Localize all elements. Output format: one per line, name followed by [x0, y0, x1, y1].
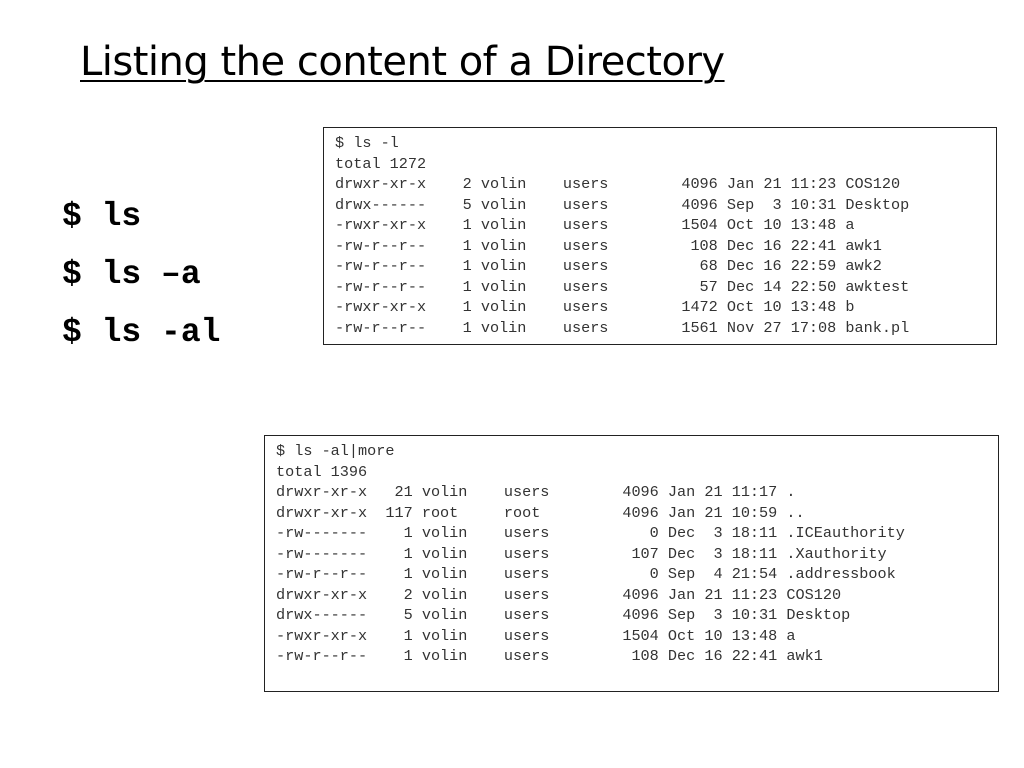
terminal-output-ls-al-more: $ ls -al|more total 1396 drwxr-xr-x 21 v…: [264, 435, 999, 692]
terminal-line: -rw-r--r-- 1 volin users 108 Dec 16 22:4…: [335, 236, 882, 255]
terminal-line: -rwxr-xr-x 1 volin users 1472 Oct 10 13:…: [335, 298, 855, 316]
command-list: $ ls $ ls –a $ ls -al: [62, 188, 220, 362]
slide-title: Listing the content of a Directory: [80, 39, 725, 85]
terminal-line: -rw-r--r-- 1 volin users 108 Dec 16 22:4…: [276, 647, 823, 665]
terminal-line: -rwxr-xr-x 1 volin users 1504 Oct 10 13:…: [335, 216, 855, 234]
terminal-line: drwxr-xr-x 2 volin users 4096 Jan 21 11:…: [335, 175, 901, 193]
command-ls-al: $ ls -al: [62, 314, 221, 351]
terminal-line: drwxr-xr-x 21 volin users 4096 Jan 21 11…: [276, 483, 796, 501]
terminal-line: -rw-r--r-- 1 volin users 68 Dec 16 22:59…: [335, 257, 882, 275]
terminal-line: -rw-r--r-- 1 volin users 0 Sep 4 21:54 .…: [276, 565, 896, 583]
terminal-line: $ ls -al|more: [276, 442, 395, 460]
terminal-line: drwx------ 5 volin users 4096 Sep 3 10:3…: [335, 195, 910, 214]
terminal-line: drwx------ 5 volin users 4096 Sep 3 10:3…: [276, 606, 851, 624]
command-ls: $ ls: [62, 198, 142, 235]
terminal-line: total 1272: [335, 154, 427, 173]
terminal-line: drwxr-xr-x 117 root root 4096 Jan 21 10:…: [276, 503, 805, 522]
terminal-line: -rw------- 1 volin users 0 Dec 3 18:11 .…: [276, 524, 905, 542]
terminal-line: -rw------- 1 volin users 107 Dec 3 18:11…: [276, 544, 887, 563]
terminal-output-ls-l: $ ls -l total 1272 drwxr-xr-x 2 volin us…: [323, 127, 997, 345]
terminal-line: $ ls -l: [335, 134, 399, 152]
command-ls-a: $ ls –a: [62, 256, 201, 293]
terminal-line: drwxr-xr-x 2 volin users 4096 Jan 21 11:…: [276, 585, 842, 604]
terminal-line: -rwxr-xr-x 1 volin users 1504 Oct 10 13:…: [276, 626, 796, 645]
terminal-line: total 1396: [276, 462, 368, 481]
terminal-line: -rw-r--r-- 1 volin users 1561 Nov 27 17:…: [335, 318, 910, 337]
terminal-line: -rw-r--r-- 1 volin users 57 Dec 14 22:50…: [335, 277, 910, 296]
